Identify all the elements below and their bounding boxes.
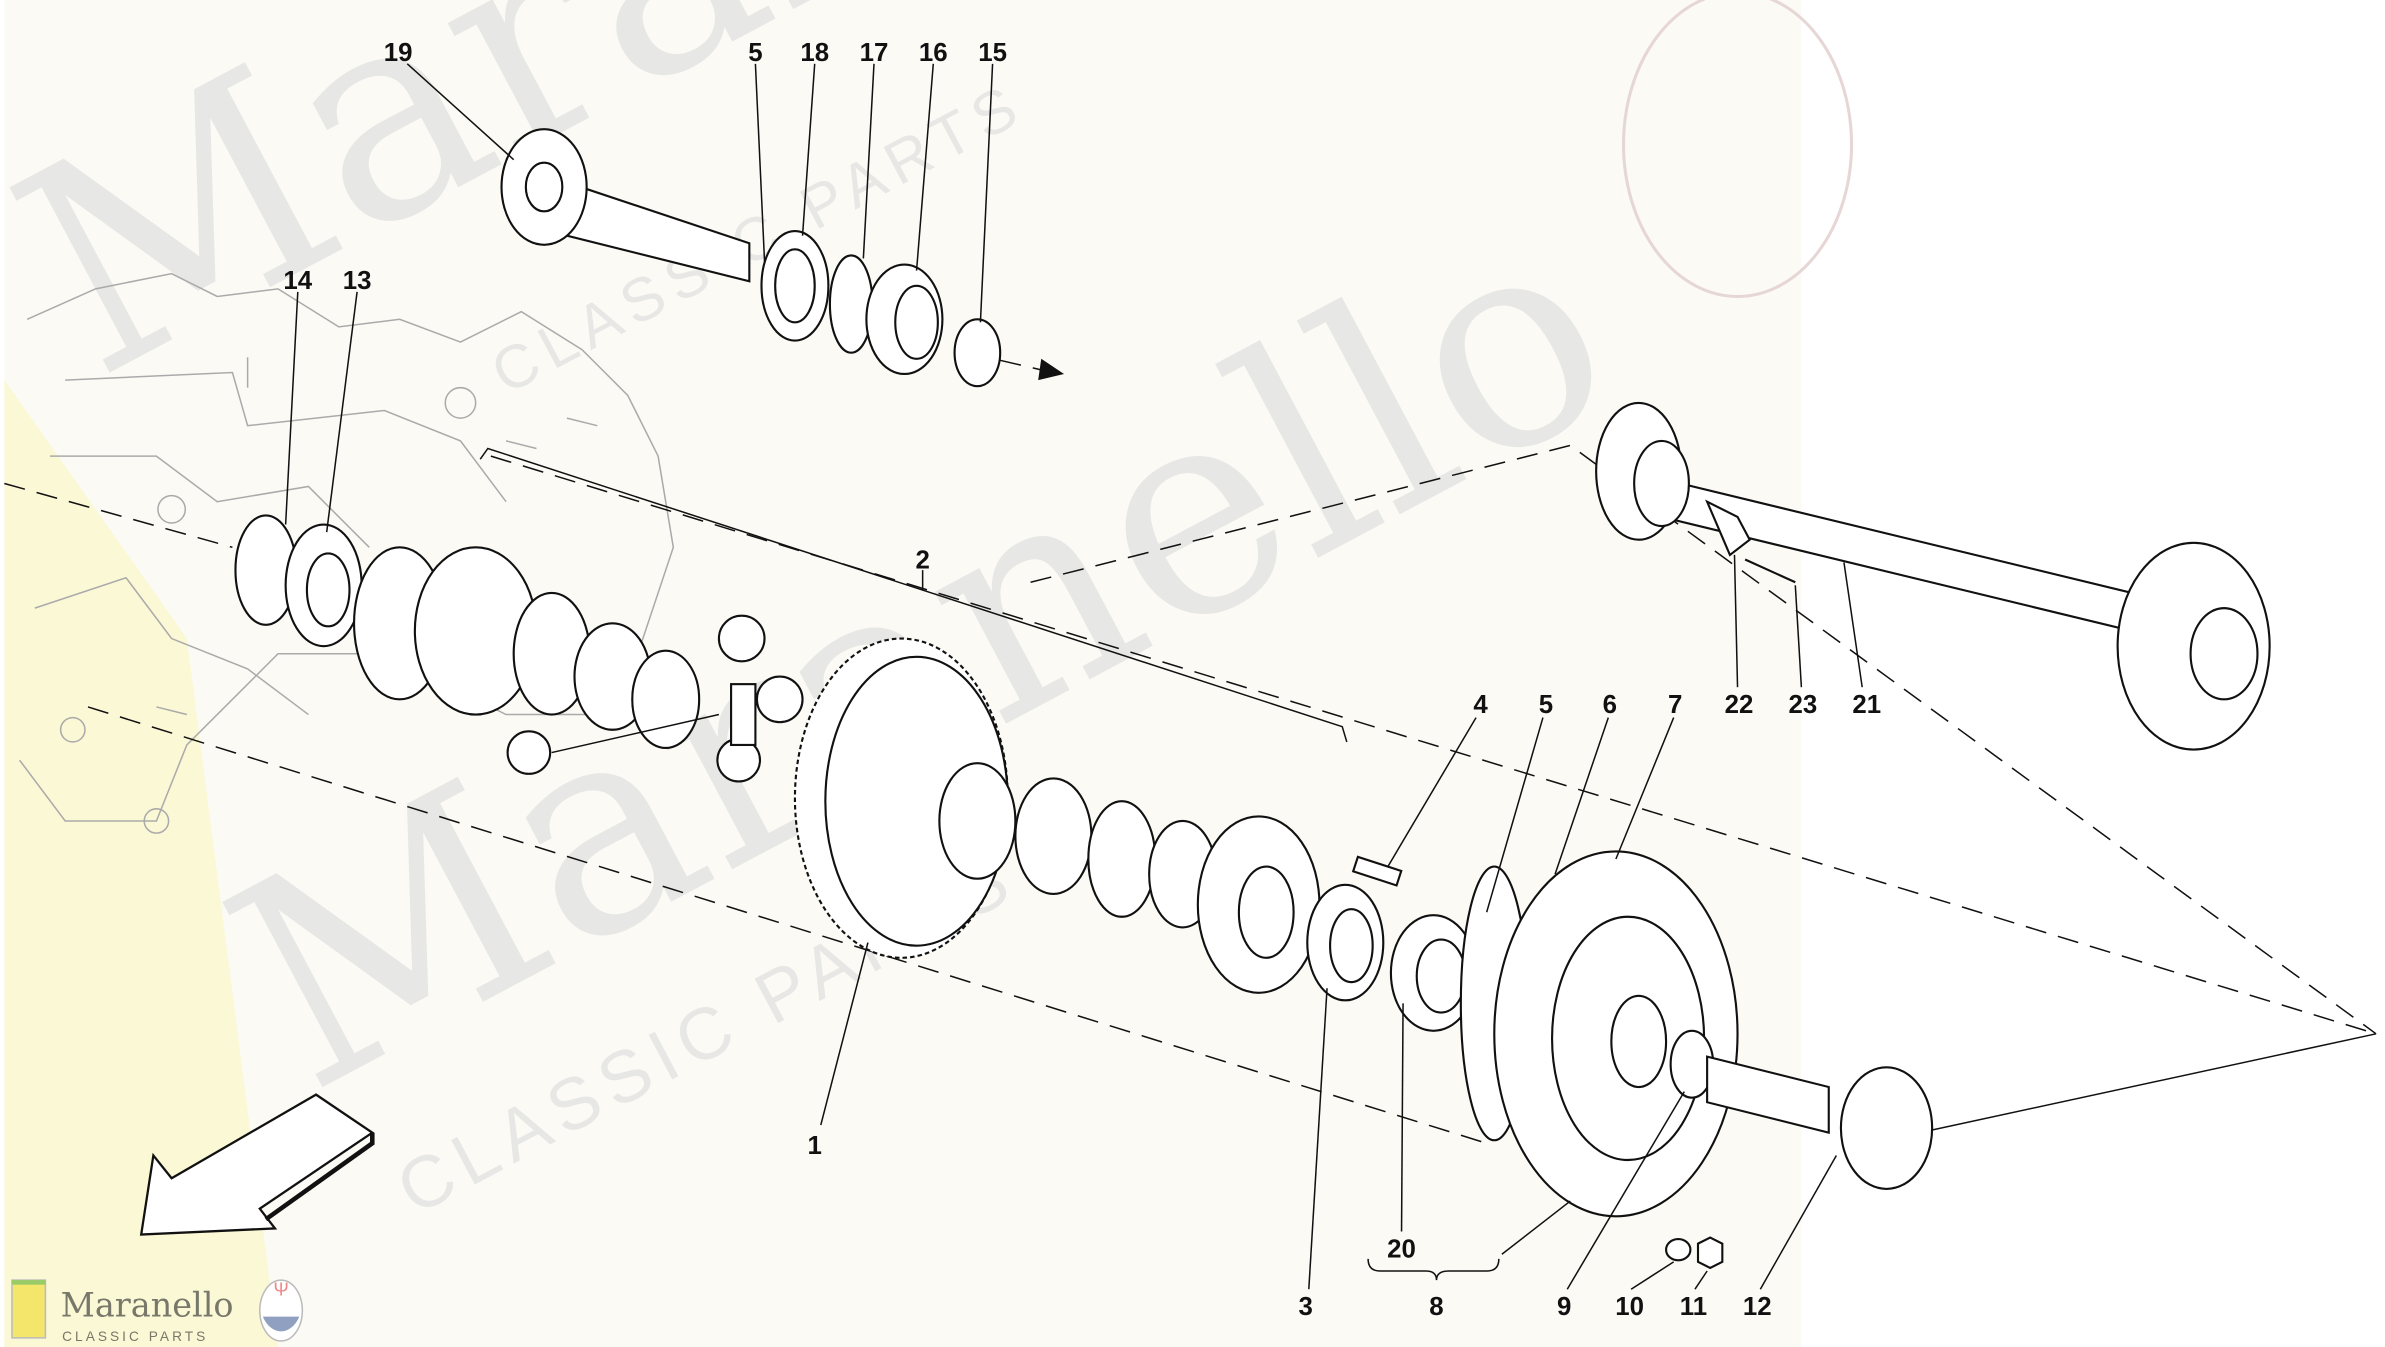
callout-14: 14 [283,267,312,295]
part-22-bracket [1705,499,1752,557]
output-shaft-assembly [500,128,1065,388]
gearbox-casing [18,272,675,834]
group-brace-8 [1367,1258,1500,1281]
maserati-watermark-icon [1622,0,1854,298]
part-10 [1665,1237,1692,1262]
callout-21: 21 [1852,691,1881,719]
callout-4: 4 [1473,691,1488,719]
callout-20: 20 [1387,1235,1416,1263]
callout-9: 9 [1557,1293,1571,1321]
group-bracket-2 [479,447,1348,743]
leader-lines [284,63,1863,1290]
part-17 [828,254,874,354]
callout-8: 8 [1429,1293,1443,1321]
callout-12: 12 [1743,1293,1772,1321]
callout-3: 3 [1299,1293,1313,1321]
callout-18: 18 [800,39,829,67]
logo-brand: Maranello [61,1286,234,1325]
callout-11: 11 [1680,1293,1707,1321]
callout-10: 10 [1615,1293,1644,1321]
callout-6: 6 [1603,691,1617,719]
callout-22: 22 [1725,691,1754,719]
callout-7: 7 [1668,691,1682,719]
part-15 [953,318,1002,388]
part-12 [1839,1066,1934,1190]
axle-assembly [1595,401,2271,751]
maranello-logo: Maranello CLASSIC PARTS Ψ [11,1278,304,1344]
callout-1: 1 [808,1132,822,1160]
callout-2: 2 [915,547,929,575]
svg-text:Ψ: Ψ [273,1278,288,1299]
callout-13: 13 [343,267,372,295]
callout-labels: 19 5 18 17 16 15 14 13 2 4 5 6 7 22 23 2… [283,39,1881,1321]
logo-subtitle: CLASSIC PARTS [62,1329,208,1344]
differential-assembly [234,514,1934,1270]
callout-19: 19 [384,39,413,67]
callout-15: 15 [978,39,1007,67]
arrow-icon [1038,358,1065,381]
part-23-bolt [1744,558,1796,584]
callout-16: 16 [919,39,948,67]
callout-17: 17 [860,39,889,67]
part-11 [1696,1236,1724,1270]
ferrari-watermark-shape [4,380,279,1347]
part-4-bolt [1351,855,1403,887]
callout-5-top: 5 [748,39,762,67]
callout-5: 5 [1539,691,1553,719]
callout-23: 23 [1789,691,1818,719]
front-direction-arrow-icon [139,1093,375,1236]
assembly-guide-lines [4,444,2377,1145]
ferrari-badge-icon [11,1279,47,1339]
